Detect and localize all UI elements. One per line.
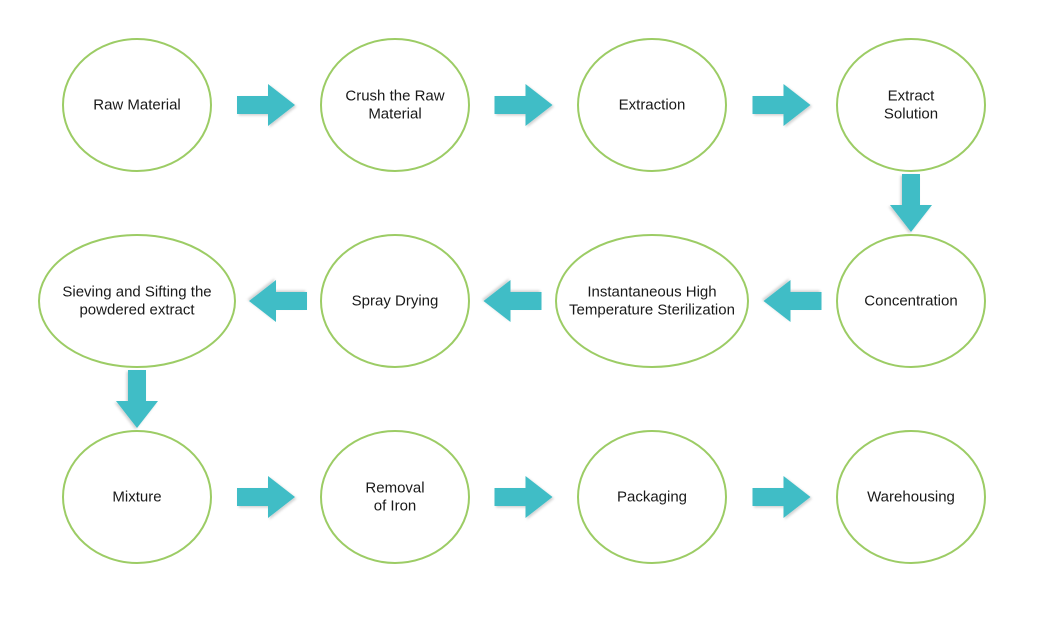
arrow-left-icon <box>483 280 542 322</box>
node-ellipse <box>555 234 749 368</box>
node-label-line: Instantaneous High <box>587 284 716 301</box>
node-label-line: Spray Drying <box>352 293 439 310</box>
node-extraction: Extraction <box>577 38 727 172</box>
arrow-down-icon <box>116 370 158 428</box>
node-label-line: Extract <box>888 88 936 105</box>
arrow-right-icon <box>494 84 553 126</box>
node-ellipse <box>62 38 212 172</box>
node-raw-material: Raw Material <box>62 38 212 172</box>
arrow-down-icon <box>890 174 932 232</box>
node-packaging: Packaging <box>577 430 727 564</box>
node-ellipse <box>836 234 986 368</box>
node-label-line: Crush the Raw <box>345 88 444 105</box>
node-ellipse <box>577 38 727 172</box>
arrows-layer <box>116 84 932 518</box>
node-ellipse <box>836 430 986 564</box>
arrow-left-icon <box>763 280 822 322</box>
node-label-line: Sieving and Sifting the <box>62 284 211 301</box>
node-ellipse <box>38 234 236 368</box>
arrow-right-icon <box>237 476 295 518</box>
node-ellipse <box>320 234 470 368</box>
arrow-right-icon <box>494 476 553 518</box>
node-warehousing: Warehousing <box>836 430 986 564</box>
node-ellipse <box>836 38 986 172</box>
arrow-left-icon <box>249 280 307 322</box>
node-label-line: Raw Material <box>93 97 181 114</box>
node-ellipse <box>62 430 212 564</box>
node-label-line: Warehousing <box>867 489 955 506</box>
arrow-right-icon <box>752 84 811 126</box>
node-label-line: of Iron <box>374 498 417 515</box>
node-spray-drying: Spray Drying <box>320 234 470 368</box>
node-label-line: Mixture <box>112 489 161 506</box>
node-label-line: Removal <box>365 480 424 497</box>
node-label-line: Solution <box>884 106 938 123</box>
node-ellipse <box>577 430 727 564</box>
arrow-right-icon <box>237 84 295 126</box>
node-mixture: Mixture <box>62 430 212 564</box>
node-label-line: Packaging <box>617 489 687 506</box>
node-label-line: Concentration <box>864 293 957 310</box>
node-ellipse <box>320 38 470 172</box>
node-concentration: Concentration <box>836 234 986 368</box>
arrow-right-icon <box>752 476 811 518</box>
node-ellipse <box>320 430 470 564</box>
node-label-line: Extraction <box>619 97 686 114</box>
node-label-line: powdered extract <box>79 302 195 319</box>
node-label-line: Temperature Sterilization <box>569 302 735 319</box>
node-label-line: Material <box>368 106 421 123</box>
